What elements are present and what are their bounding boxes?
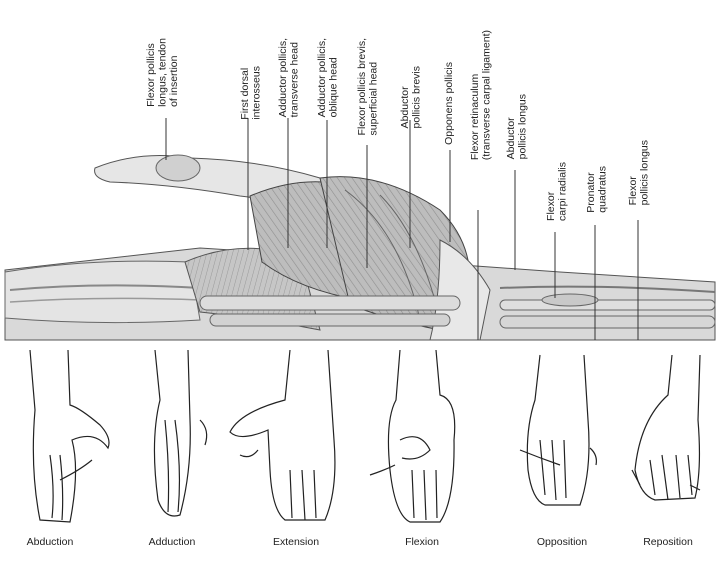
leader-lines bbox=[165, 118, 639, 340]
muscle-label-adductor-oblique: Adductor pollicis, oblique head bbox=[316, 38, 340, 118]
movement-label-adduction: Adduction bbox=[148, 536, 196, 548]
movement-sketches bbox=[29, 349, 701, 523]
muscle-label-abductor-pollicis-brevis: Abductor pollicis brevis bbox=[399, 66, 423, 129]
muscle-label-fpl-tendon: Flexor pollicis longus, tendon of insert… bbox=[145, 38, 180, 107]
muscle-label-first-dorsal-interosseus: First dorsal interosseus bbox=[239, 66, 263, 120]
muscle-label-flexor-carpi-radialis: Flexor carpi radialis bbox=[545, 162, 569, 221]
hand-reposition bbox=[631, 354, 701, 501]
muscle-label-fpb-superficial: Flexor pollicis brevis, superficial head bbox=[356, 38, 380, 136]
dissection-drawing bbox=[4, 154, 716, 341]
movement-label-flexion: Flexion bbox=[405, 536, 439, 548]
movement-label-extension: Extension bbox=[272, 536, 320, 548]
movement-label-opposition: Opposition bbox=[536, 536, 588, 548]
muscle-label-flexor-pollicis-longus: Flexor pollicis longus bbox=[627, 140, 651, 206]
hand-flexion bbox=[369, 349, 456, 523]
muscle-label-abductor-pollicis-longus: Abductor pollicis longus bbox=[505, 94, 529, 160]
index-finger bbox=[4, 260, 201, 324]
movement-label-abduction: Abduction bbox=[26, 536, 74, 548]
movement-label-reposition: Reposition bbox=[643, 536, 693, 548]
hand-abduction bbox=[29, 349, 110, 523]
hand-extension bbox=[229, 349, 336, 521]
muscle-label-adductor-transverse: Adductor pollicis, transverse head bbox=[277, 38, 301, 118]
muscle-label-flexor-retinaculum: Flexor retinaculum (transverse carpal li… bbox=[469, 30, 493, 161]
muscle-label-pronator-quadratus: Pronator quadratus bbox=[585, 166, 609, 213]
hand-adduction bbox=[153, 349, 208, 517]
hand-opposition bbox=[519, 354, 597, 506]
muscle-label-opponens-pollicis: Opponens pollicis bbox=[443, 62, 455, 145]
